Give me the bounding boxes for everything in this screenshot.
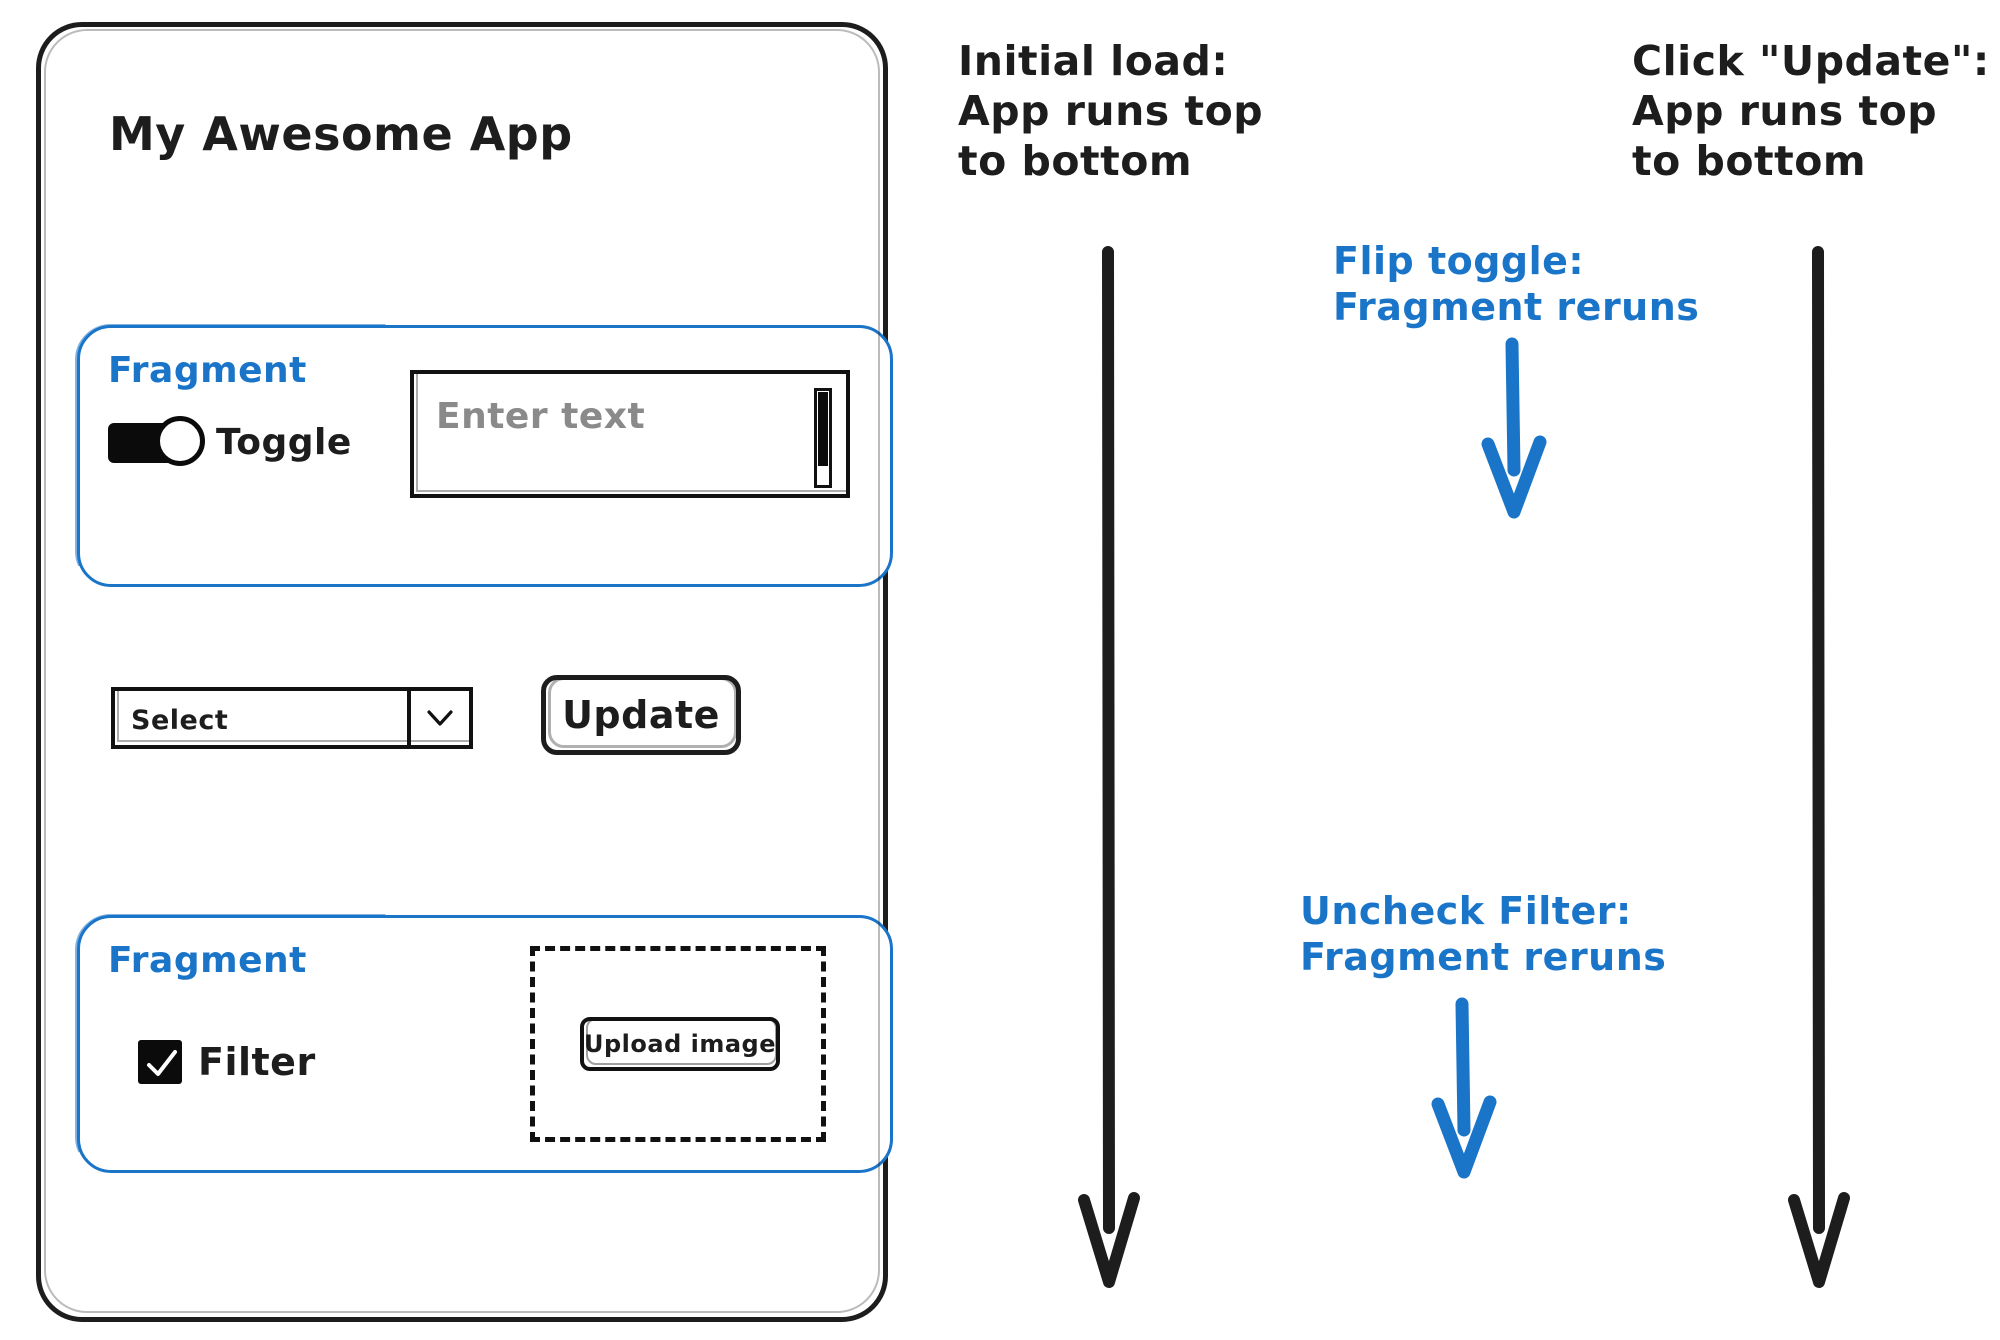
annotation-click-update: Click "Update": App runs top to bottom [1632,37,1990,186]
select-value: Select [131,705,229,736]
upload-image-button[interactable]: Upload image [580,1017,780,1071]
app-window-frame: My Awesome App Fragment Toggle Enter tex… [36,22,893,1322]
arrow-click-update-flow [1788,246,1850,1288]
fragment-container-top: Fragment Toggle Enter text [77,325,893,587]
annotation-initial-load: Initial load: App runs top to bottom [958,37,1264,186]
text-input-placeholder: Enter text [436,396,646,437]
file-dropzone[interactable]: Upload image [530,946,826,1142]
fragment-label-top: Fragment [108,350,307,391]
toggle-switch[interactable] [108,416,206,468]
update-button-label: Update [562,693,720,737]
checkmark-icon[interactable] [138,1040,182,1084]
app-title: My Awesome App [109,107,573,161]
arrow-initial-load-flow [1078,246,1140,1288]
toggle-knob [155,416,205,466]
toggle-label: Toggle [216,421,352,463]
chevron-down-icon[interactable] [407,691,469,745]
filter-checkbox-row[interactable]: Filter [138,1040,316,1084]
toggle-row[interactable]: Toggle [108,416,352,468]
annotation-uncheck-filter: Uncheck Filter: Fragment reruns [1300,889,1667,980]
fragment-container-bottom: Fragment Filter Upload image [77,915,893,1173]
fragment-label-bottom: Fragment [108,940,307,981]
annotation-flip-toggle: Flip toggle: Fragment reruns [1333,239,1700,330]
arrow-uncheck-filter [1431,997,1497,1179]
update-button[interactable]: Update [541,675,741,755]
text-input-scrollbar[interactable] [814,388,832,488]
upload-image-label: Upload image [584,1030,776,1058]
filter-checkbox-label: Filter [198,1040,316,1084]
arrow-flip-toggle [1481,337,1547,519]
select-dropdown[interactable]: Select [111,687,473,749]
text-input[interactable]: Enter text [410,370,850,498]
